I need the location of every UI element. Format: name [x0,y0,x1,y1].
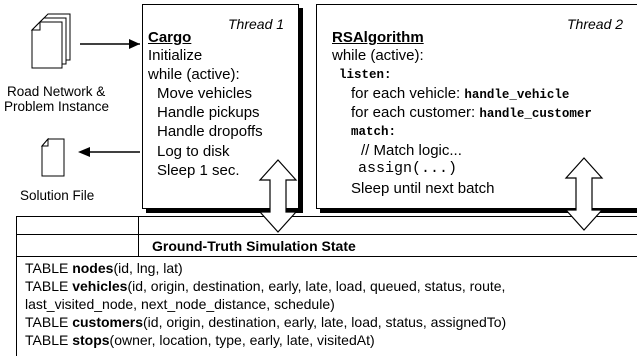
cargo-line: while (active): [148,66,240,83]
table-nodes-row: TABLE nodes(id, lng, lat) [25,260,183,276]
table-keyword: TABLE [25,278,73,294]
road-network-label: Road Network & [7,84,106,99]
cargo-line: Handle pickups [157,104,260,121]
cargo-line: Initialize [148,47,203,64]
table-name: vehicles [72,278,128,294]
input-arrowhead [129,39,140,49]
thread-2-label: Thread 2 [567,16,624,32]
table-customers-row: TABLE customers(id, origin, destination,… [25,314,506,330]
cargo-line: Log to disk [157,143,230,160]
cargo-line: Sleep 1 sec. [157,162,240,179]
table-columns: (owner, location, type, early, late, vis… [109,332,375,348]
table-columns: (id, origin, destination, early, late, l… [143,314,507,330]
table-name: customers [72,314,144,330]
rs-match-keyword: match: [351,125,397,139]
file-stack-icon [30,13,71,69]
table-name: stops [72,332,110,348]
table-columns: (id, lng, lat) [113,260,183,276]
rs-assign-call: assign(...) [358,160,458,177]
rs-listen-keyword: listen: [339,68,392,82]
rsalgorithm-title: RSAlgorithm [332,29,424,46]
rsalgorithm-state-double-arrow [564,157,604,231]
rs-customer-prefix: for each customer: [351,104,480,121]
output-arrowhead [78,147,90,157]
table-header-rule [17,256,637,257]
table-columns: (id, origin, destination, early, late, l… [127,278,506,294]
table-col-divider [138,217,139,257]
table-keyword: TABLE [25,260,73,276]
handle-vehicle-fn: handle_vehicle [464,88,570,102]
cargo-line: Move vehicles [157,85,253,102]
solution-file-label: Solution File [20,188,95,203]
solution-file-icon [40,138,65,177]
thread-1-label: Thread 1 [228,16,285,32]
cargo-title: Cargo [148,29,192,46]
rs-match-comment: // Match logic... [361,142,462,159]
table-top-rule [17,234,637,235]
table-vehicles-row: TABLE vehicles(id, origin, destination, … [25,278,505,294]
table-vehicles-row-cont: last_visited_node, next_node_distance, s… [25,296,335,312]
rs-vehicle-prefix: for each vehicle: [351,85,465,102]
handle-customer-fn: handle_customer [479,107,592,121]
cargo-state-double-arrow [258,159,298,233]
state-table: Ground-Truth Simulation State TABLE node… [16,216,637,356]
problem-instance-label: Problem Instance [4,99,110,114]
table-stops-row: TABLE stops(owner, location, type, early… [25,332,375,348]
rs-sleep-line: Sleep until next batch [351,180,495,197]
rs-while-line: while (active): [332,47,424,64]
rs-customer-line: for each customer: handle_customer [351,104,592,121]
cargo-line: Handle dropoffs [157,123,263,140]
state-header: Ground-Truth Simulation State [152,238,356,254]
table-name: nodes [72,260,114,276]
rs-vehicle-line: for each vehicle: handle_vehicle [351,85,569,102]
table-keyword: TABLE [25,332,73,348]
table-keyword: TABLE [25,314,73,330]
